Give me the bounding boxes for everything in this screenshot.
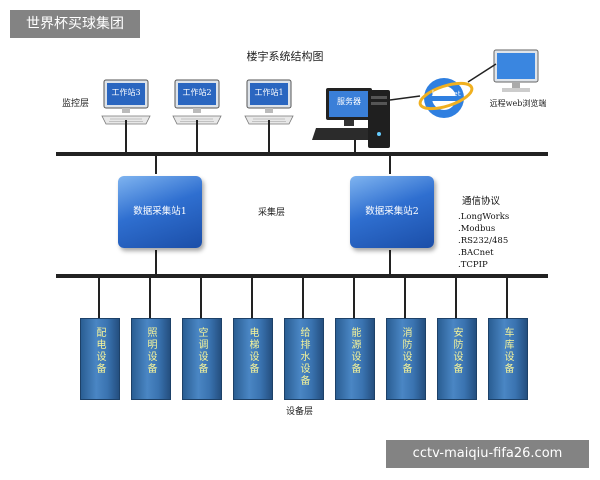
connector-line <box>302 278 304 318</box>
protocol-item: .BACnet <box>458 248 494 258</box>
device-label: 照明设备 <box>145 327 156 375</box>
device-label: 给排水设备 <box>298 327 309 387</box>
device-lighting: 照明设备 <box>131 318 171 400</box>
layer-label-monitor: 监控层 <box>62 99 90 109</box>
watermark-bottom: cctv-maiqiu-fifa26.com <box>386 440 589 468</box>
device-label: 空调设备 <box>196 327 207 375</box>
protocol-item: .LongWorks <box>458 212 510 222</box>
connector-line <box>251 278 253 318</box>
connector-line <box>268 120 270 152</box>
connector-line <box>98 278 100 318</box>
device-bus <box>56 274 548 278</box>
connector-line <box>125 120 127 152</box>
connector-line <box>389 250 391 274</box>
workstation-3-label: 工作站3 <box>111 88 141 97</box>
remote-label: 远程web浏览端 <box>489 99 547 108</box>
device-hvac: 空调设备 <box>182 318 222 400</box>
device-fire: 消防设备 <box>386 318 426 400</box>
monitor-icon <box>493 49 539 92</box>
data-station-1: 数据采集站1 <box>118 176 202 248</box>
internet: Internet <box>418 72 474 122</box>
layer-label-device: 设备层 <box>286 407 314 417</box>
device-label: 能源设备 <box>349 327 360 375</box>
protocol-item: .Modbus <box>458 224 496 234</box>
data-station-2: 数据采集站2 <box>350 176 434 248</box>
workstation-icon <box>172 79 222 125</box>
monitor-bus <box>56 152 548 156</box>
workstation-1-label: 工作站1 <box>254 88 284 97</box>
connector-line <box>200 278 202 318</box>
connector-line <box>389 156 391 174</box>
connector-line <box>354 140 356 152</box>
connector-line <box>155 250 157 274</box>
workstation-2: 工作站2 <box>171 78 223 134</box>
internet-label: Internet <box>431 90 461 98</box>
device-elevator: 电梯设备 <box>233 318 273 400</box>
connector-line <box>404 278 406 318</box>
connector-line <box>353 278 355 318</box>
connector-line <box>196 120 198 152</box>
layer-label-collect: 采集层 <box>258 208 286 218</box>
remote-computer <box>486 48 546 98</box>
device-security: 安防设备 <box>437 318 477 400</box>
protocol-title: 通信协议 <box>462 196 501 207</box>
data-station-1-label: 数据采集站1 <box>133 206 187 217</box>
internet-explorer-icon <box>418 78 474 118</box>
protocol-item: .RS232/485 <box>458 236 509 246</box>
device-garage: 车库设备 <box>488 318 528 400</box>
data-station-2-label: 数据采集站2 <box>365 206 419 217</box>
server-label: 服务器 <box>337 97 361 106</box>
protocol-item: .TCPIP <box>458 260 488 270</box>
workstation-2-label: 工作站2 <box>182 88 212 97</box>
diagram-title: 楼宇系统结构图 <box>246 50 324 63</box>
connector-line <box>155 156 157 174</box>
server: 服务器 <box>310 86 400 152</box>
device-label: 配电设备 <box>94 327 105 375</box>
watermark-top: 世界杯买球集团 <box>10 10 140 38</box>
device-water: 给排水设备 <box>284 318 324 400</box>
device-energy: 能源设备 <box>335 318 375 400</box>
connector-line <box>506 278 508 318</box>
connector-line <box>149 278 151 318</box>
device-label: 车库设备 <box>502 327 513 375</box>
connector-line <box>455 278 457 318</box>
device-label: 消防设备 <box>400 327 411 375</box>
server-icon <box>312 88 390 148</box>
device-power: 配电设备 <box>80 318 120 400</box>
protocol-block: 通信协议 .LongWorks .Modbus .RS232/485 .BACn… <box>458 196 568 271</box>
device-label: 电梯设备 <box>247 327 258 375</box>
device-label: 安防设备 <box>451 327 462 375</box>
